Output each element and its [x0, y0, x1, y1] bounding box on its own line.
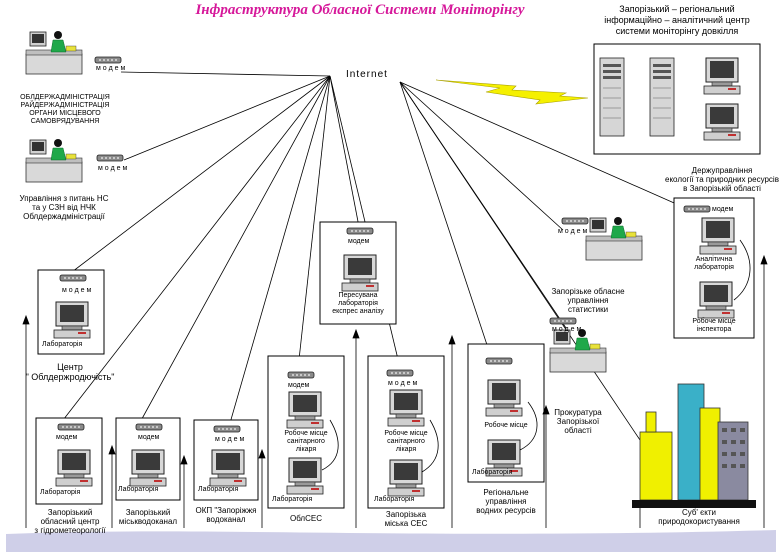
modem-icon — [386, 369, 414, 377]
modem-icon — [683, 205, 711, 213]
modem-label: м о д е м — [552, 326, 582, 333]
standard-caption: Центр" Облдержродючість" — [25, 362, 115, 382]
workstation-icon — [25, 138, 83, 183]
modem-icon — [287, 371, 315, 379]
modem-label: модем — [348, 238, 370, 245]
lab-label: Лабораторія — [374, 496, 415, 503]
workstation-icon — [25, 30, 83, 75]
lab-label: Лабораторія — [118, 486, 159, 493]
modem-label: модем — [288, 382, 310, 389]
computer-icon — [209, 449, 247, 487]
lab-label: Лабораторія — [472, 469, 513, 476]
server-icon — [599, 57, 625, 137]
computer-icon — [387, 389, 425, 427]
modem-label: м о д е м — [62, 287, 92, 294]
modem-icon — [485, 357, 513, 365]
workstation-icon — [549, 328, 607, 373]
modem-icon — [549, 317, 577, 325]
computer-icon — [485, 379, 523, 417]
computer-icon — [699, 217, 737, 255]
modem-label: модем — [138, 434, 160, 441]
modem-icon — [346, 227, 374, 235]
modem-label: м о д е м — [96, 65, 126, 72]
server-icon — [649, 57, 675, 137]
modem-icon — [57, 423, 85, 431]
computer-icon — [387, 459, 425, 497]
computer-icon — [129, 449, 167, 487]
computer-icon — [55, 449, 93, 487]
workstation-icon — [585, 216, 643, 261]
modem-label: м о д е м — [388, 380, 418, 387]
network-links — [59, 71, 691, 441]
lab-label: Лабораторія — [272, 496, 313, 503]
computer-icon — [286, 457, 324, 495]
computer-icon — [697, 281, 735, 319]
modem-icon — [213, 425, 241, 433]
computer-icon — [703, 103, 741, 141]
internet-label: Internet — [346, 69, 388, 80]
computer-icon — [53, 301, 91, 339]
computer-icon — [703, 57, 741, 95]
modem-label: м о д е м — [98, 165, 128, 172]
modem-icon — [135, 423, 163, 431]
modem-label: модем — [712, 206, 734, 213]
lab-label: Лабораторія — [42, 341, 83, 348]
diagram-title: Інфраструктура Обласної Системи Моніторі… — [195, 2, 525, 18]
modem-label: м о д е м — [558, 228, 588, 235]
modem-label: м о д е м — [215, 436, 245, 443]
modem-icon — [561, 217, 589, 225]
water-workplace: Робоче місце — [484, 422, 528, 429]
ground-base — [6, 530, 776, 552]
modem-label: модем — [56, 434, 78, 441]
uplink-arrows — [22, 254, 768, 528]
lab-label: Лабораторія — [40, 489, 81, 496]
computer-icon — [341, 254, 379, 292]
modem-icon — [94, 56, 122, 64]
buildings-icon — [632, 383, 756, 508]
modem-icon — [96, 154, 124, 162]
modem-icon — [59, 274, 87, 282]
lab-label: Лабораторія — [198, 486, 239, 493]
lightning-icon — [435, 79, 589, 105]
computer-icon — [286, 391, 324, 429]
obl-ses-caption: ОблСЕС — [289, 514, 322, 523]
